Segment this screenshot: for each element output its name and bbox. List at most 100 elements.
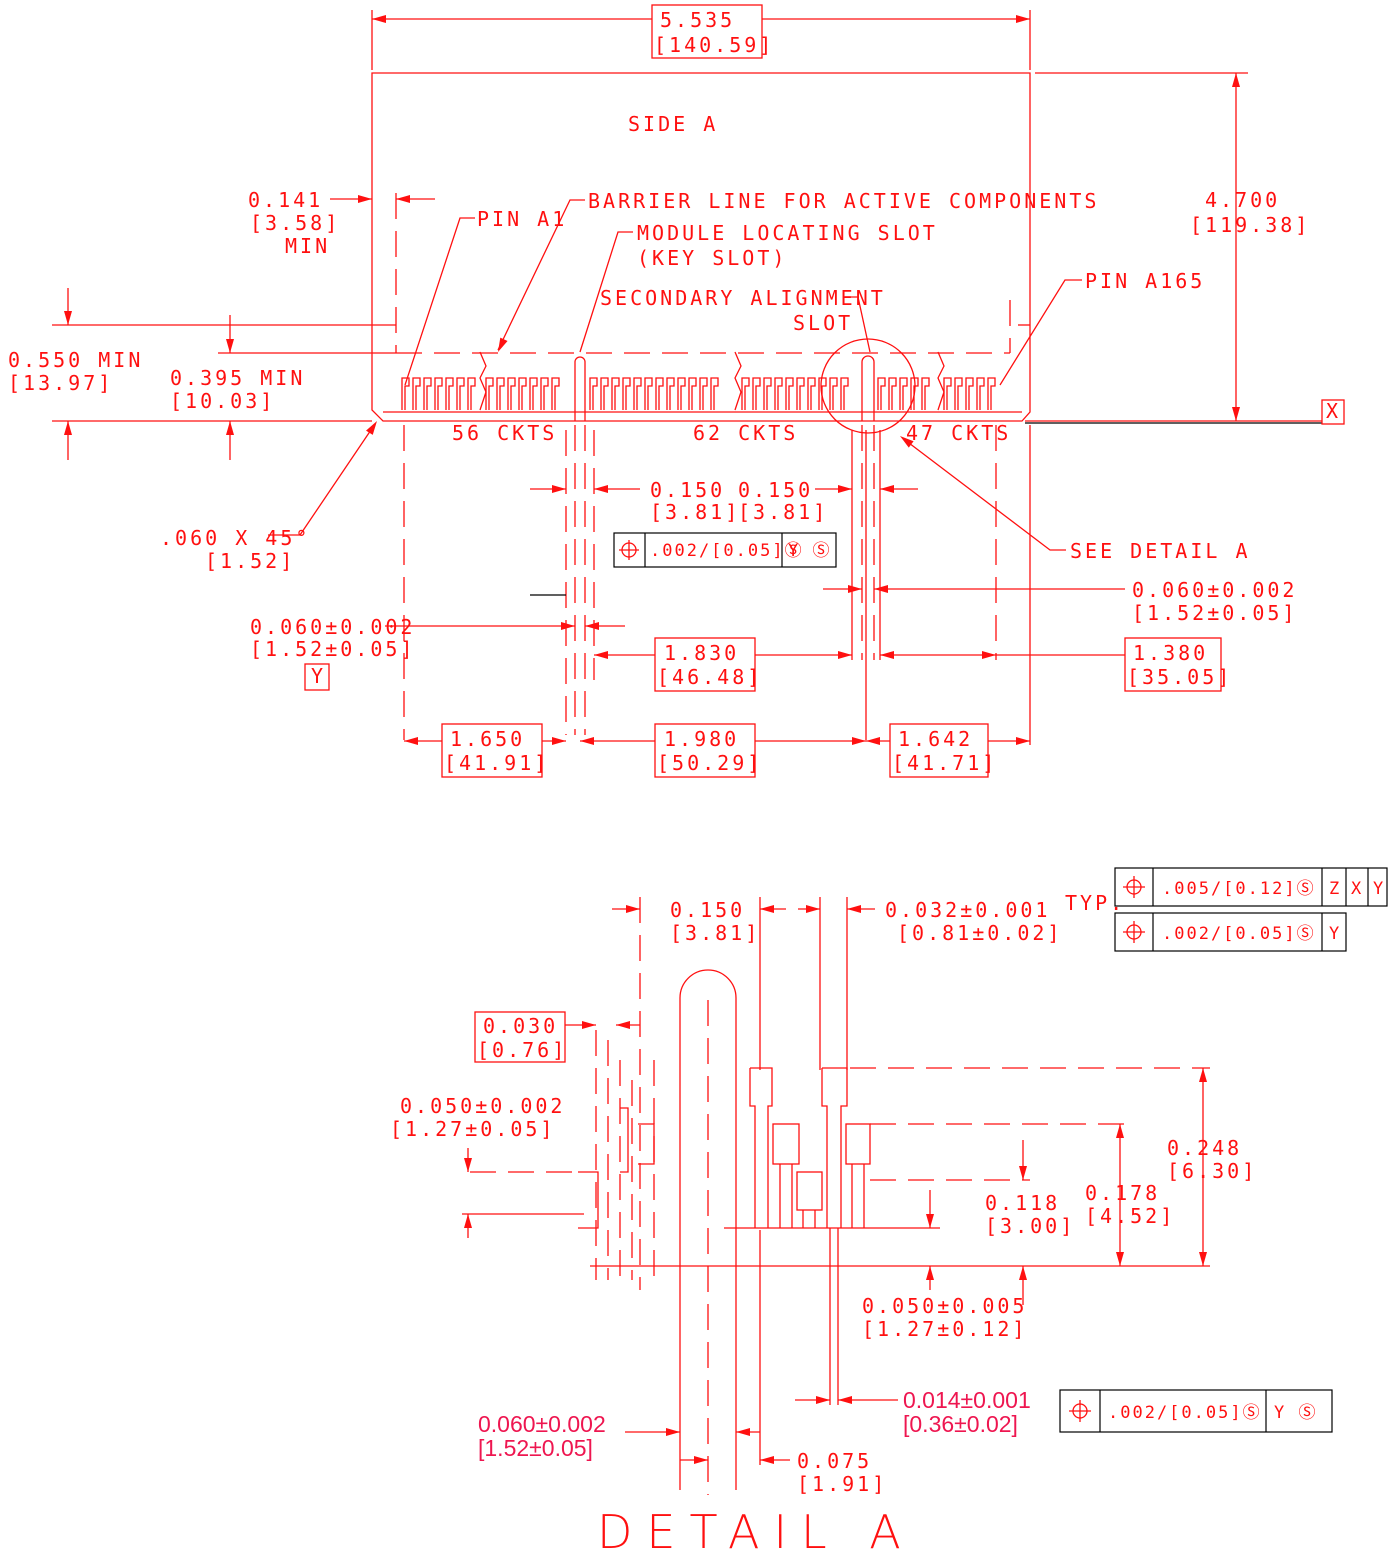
dim-395-mm: [10.03]	[170, 389, 275, 413]
slot-width-2-mm: [3.81]	[738, 500, 828, 524]
dim-395-in: 0.395 MIN	[170, 366, 305, 390]
pin-a165-label: PIN A165	[1085, 269, 1205, 293]
module-slot-line1: MODULE LOCATING SLOT	[637, 221, 938, 245]
key-left-in: 0.060±0.002	[250, 615, 415, 639]
module-slot-line2: (KEY SLOT)	[637, 246, 787, 270]
dim-1980-in: 1.980	[664, 727, 739, 751]
d248-mm: [6.30]	[1167, 1159, 1257, 1183]
typ-label: TYP.	[1065, 891, 1125, 915]
datum-x-box	[1321, 399, 1345, 425]
detail-contacts	[724, 1067, 940, 1405]
d060-mm: [1.52±0.05]	[478, 1435, 593, 1461]
d118-in: 0.118	[985, 1191, 1060, 1215]
frame1-tol: .005/[0.12]Ⓢ	[1162, 879, 1316, 899]
barrier-note: BARRIER LINE FOR ACTIVE COMPONENTS	[588, 189, 1099, 213]
slot-width-1-mm: [3.81]	[650, 500, 740, 524]
d0505-in: 0.050±0.005	[862, 1294, 1027, 1318]
d150-mm: [3.81]	[670, 921, 760, 945]
d030-in: 0.030	[483, 1014, 558, 1038]
top-view: 5.535 [140.59] SIDE A 4.700 [119.38] X	[8, 4, 1345, 778]
position-tolerance-frame: .002/[0.05]Ⓢ Y Ⓢ	[613, 532, 837, 568]
height-dimension: 4.700 [119.38]	[1035, 72, 1310, 421]
d075-in: 0.075	[797, 1449, 872, 1473]
d150-in: 0.150	[670, 898, 745, 922]
board-outline	[371, 72, 1031, 422]
detail-a-circle	[820, 338, 916, 434]
d032-in: 0.032±0.001	[885, 898, 1050, 922]
dim-1650-mm: [41.91]	[444, 751, 549, 775]
frame3-tol: .002/[0.05]Ⓢ	[1108, 1403, 1262, 1423]
edge-offset-in: 0.141	[248, 188, 323, 212]
overall-width-in: 5.535	[660, 8, 735, 32]
ckts-right: 47 CKTS	[906, 421, 1011, 445]
d032-mm: [0.81±0.02]	[897, 921, 1062, 945]
section-break	[479, 351, 487, 411]
secondary-slot-line1: SECONDARY ALIGNMENT	[600, 286, 886, 310]
detail-left-contacts	[578, 1030, 1210, 1280]
edge-offset-note: MIN	[285, 234, 330, 258]
frame1-d1: Z	[1329, 879, 1341, 899]
dim-1650-in: 1.650	[450, 727, 525, 751]
overall-width-mm: [140.59]	[654, 33, 774, 57]
frame-top-datum: Y Ⓢ	[788, 541, 831, 561]
d014-in: 0.014±0.001	[903, 1387, 1031, 1413]
frame-2: .002/[0.05]Ⓢ Y	[1114, 912, 1347, 952]
frame-top-tol: .002/[0.05]Ⓢ	[650, 541, 804, 561]
datum-y: Y	[311, 664, 326, 688]
d178-mm: [4.52]	[1085, 1204, 1175, 1228]
secondary-slot-line2: SLOT	[793, 311, 853, 335]
dim-1642-in: 1.642	[898, 727, 973, 751]
datum-y-box	[304, 663, 330, 691]
frame1-d2: X	[1351, 879, 1363, 899]
frame1-d3: Y	[1373, 879, 1385, 899]
key-right-in: 0.060±0.002	[1132, 578, 1297, 602]
section-break	[734, 351, 742, 411]
d060-in: 0.060±0.002	[478, 1411, 606, 1437]
dim-1980-mm: [50.29]	[657, 751, 762, 775]
d075-mm: [1.91]	[797, 1472, 887, 1496]
chamfer-mm: [1.52]	[205, 549, 295, 573]
pin-comb	[401, 377, 996, 410]
height-in: 4.700	[1205, 188, 1280, 212]
dim-550-mm: [13.97]	[8, 371, 113, 395]
datum-x: X	[1326, 399, 1341, 423]
pin-a1-label: PIN A1	[477, 207, 567, 231]
ckts-left: 56 CKTS	[452, 421, 557, 445]
key-slot-detail	[679, 969, 737, 1490]
slot-width-dims: 0.150 [3.81] 0.150 [3.81]	[530, 425, 918, 740]
frame3-d1: Y Ⓢ	[1274, 1403, 1317, 1423]
side-a-label: SIDE A	[628, 112, 718, 136]
slot-width-1-in: 0.150	[650, 478, 725, 502]
dim-550: 0.550 MIN [13.97]	[8, 288, 372, 460]
contact-pins	[401, 351, 996, 411]
slot-width-2-in: 0.150	[738, 478, 813, 502]
key-right-mm: [1.52±0.05]	[1132, 601, 1297, 625]
height-mm: [119.38]	[1190, 213, 1310, 237]
dim-1380-in: 1.380	[1133, 641, 1208, 665]
edge-offset-dimension: 0.141 [3.58] MIN	[248, 188, 435, 258]
ckts-middle: 62 CKTS	[693, 421, 798, 445]
key-slot	[574, 356, 586, 421]
dim-1380-mm: [35.05]	[1127, 665, 1232, 689]
detail-a-view: TYP. .005/[0.12]Ⓢ Z X Y .002/[0.05]Ⓢ Y 0	[390, 867, 1388, 1555]
d118-mm: [3.00]	[985, 1214, 1075, 1238]
frame2-tol: .002/[0.05]Ⓢ	[1162, 924, 1316, 944]
key-left-mm: [1.52±0.05]	[250, 637, 415, 661]
d014-mm: [0.36±0.02]	[903, 1411, 1018, 1437]
see-detail-label: SEE DETAIL A	[1070, 539, 1251, 563]
d050-in: 0.050±0.002	[400, 1094, 565, 1118]
secondary-slot	[861, 355, 875, 421]
dim-395: 0.395 MIN [10.03]	[170, 315, 396, 460]
dim-1830-in: 1.830	[664, 641, 739, 665]
d030-mm: [0.76]	[477, 1038, 567, 1062]
frame2-d1: Y	[1329, 924, 1341, 944]
frame-3: .002/[0.05]Ⓢ Y Ⓢ	[1059, 1389, 1333, 1433]
d248-in: 0.248	[1167, 1136, 1242, 1160]
dim-550-in: 0.550 MIN	[8, 348, 143, 372]
section-break	[937, 351, 945, 411]
edge-offset-mm: [3.58]	[250, 211, 340, 235]
dim-1830-mm: [46.48]	[657, 665, 762, 689]
chamfer-in: .060 X 45°	[160, 526, 310, 550]
d0505-mm: [1.27±0.12]	[862, 1317, 1027, 1341]
